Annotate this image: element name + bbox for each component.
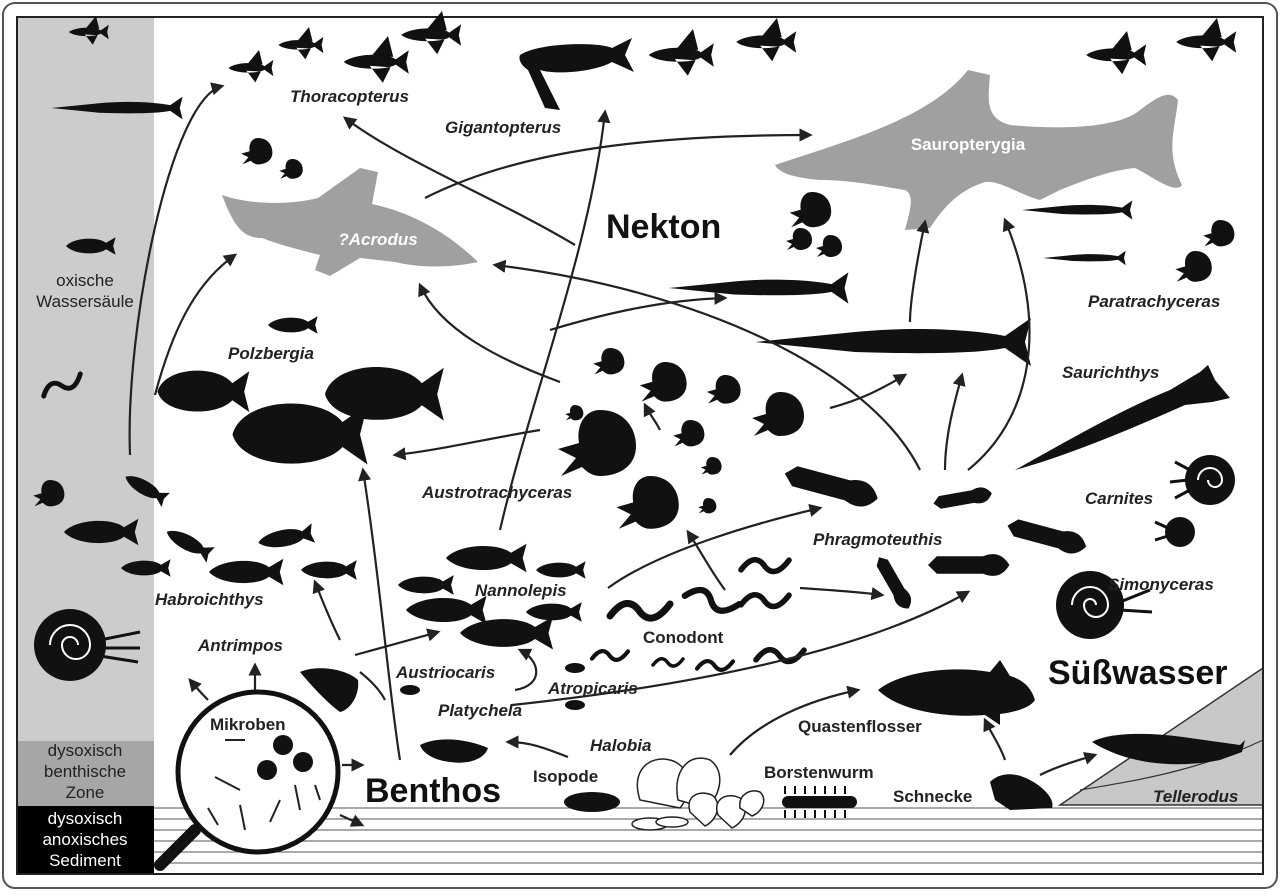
label-isopode: Isopode: [533, 767, 598, 786]
heading-nekton: Nekton: [606, 208, 721, 246]
label-mikroben: Mikroben: [210, 715, 286, 734]
halobia-shells: [631, 757, 765, 831]
zone-dysoxic-line2: benthische: [44, 762, 126, 781]
label-simonyceras: Simonyceras: [1108, 575, 1214, 594]
acrodus-silhouette: [222, 168, 478, 276]
zone-anoxic-line2: anoxisches: [42, 830, 127, 849]
label-atropicaris: Atropicaris: [547, 679, 638, 698]
label-conodont: Conodont: [643, 628, 724, 647]
label-acrodus: ?Acrodus: [338, 230, 417, 249]
magnifier-icon: [154, 689, 341, 871]
zone-dysoxic-line3: Zone: [66, 783, 105, 802]
inner-frame: [16, 16, 1264, 875]
needle-fish-group: [51, 96, 1230, 470]
shrimp-silhouette: [300, 663, 585, 763]
label-quastenflosser: Quastenflosser: [798, 717, 922, 736]
dysoxic-zone: [17, 741, 154, 806]
label-carnites: Carnites: [1085, 489, 1153, 508]
label-thoracopterus: Thoracopterus: [290, 87, 409, 106]
borstenwurm-silhouette: [782, 786, 857, 818]
zone-dysoxic-line1: dysoxisch: [48, 741, 123, 760]
label-phragmoteuthis: Phragmoteuthis: [813, 530, 942, 549]
label-sauropterygia: Sauropterygia: [911, 135, 1026, 154]
snail-silhouette: [990, 774, 1053, 810]
tellerodus-silhouette: [1092, 733, 1245, 765]
label-austrotrachyceras: Austrotrachyceras: [421, 483, 572, 502]
zone-anoxic-line3: Sediment: [49, 851, 121, 870]
label-polzbergia: Polzbergia: [228, 344, 314, 363]
heading-benthos: Benthos: [365, 772, 501, 810]
label-habroichthys: Habroichthys: [155, 590, 264, 609]
zone-oxic-line2: Wassersäule: [36, 292, 134, 311]
label-nannolepis: Nannolepis: [475, 581, 567, 600]
label-saurichthys: Saurichthys: [1062, 363, 1159, 382]
label-antrimpos: Antrimpos: [197, 636, 283, 655]
gigantopterus-silhouette: [519, 38, 634, 110]
coelacanth-silhouette: [878, 660, 1035, 725]
label-gigantopterus: Gigantopterus: [445, 118, 561, 137]
flow-arrows: [128, 82, 1098, 827]
label-halobia: Halobia: [590, 736, 651, 755]
isopode-silhouette: [564, 792, 620, 812]
anoxic-sediment: [17, 806, 154, 874]
sauropterygia-silhouette: [775, 70, 1182, 230]
zone-anoxic-line1: dysoxisch: [48, 809, 123, 828]
label-tellerodus: Tellerodus: [1153, 787, 1238, 806]
label-paratrachyceras: Paratrachyceras: [1088, 292, 1220, 311]
label-platychela: Platychela: [438, 701, 522, 720]
label-borstenwurm: Borstenwurm: [764, 763, 874, 782]
heading-freshwater: Süßwasser: [1048, 654, 1228, 692]
coiled-ammonites: [34, 455, 1235, 681]
zone-oxic-line1: oxische: [56, 271, 114, 290]
label-schnecke: Schnecke: [893, 787, 972, 806]
label-austriocaris: Austriocaris: [395, 663, 495, 682]
